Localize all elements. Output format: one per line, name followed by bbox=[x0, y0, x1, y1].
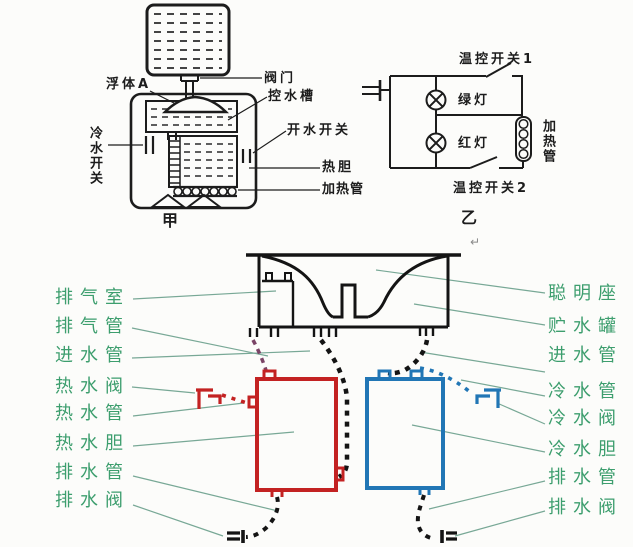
label-thermo-switch-2: 温控开关2 bbox=[453, 181, 530, 196]
label-heating-tube-yi: 加热管 bbox=[540, 119, 555, 164]
label-hot-water-pipe: 热水管 bbox=[55, 403, 130, 424]
label-inlet-pipe-right: 进水管 bbox=[548, 345, 623, 366]
float-dome bbox=[161, 95, 230, 114]
label-storage-tank: 贮水罐 bbox=[548, 316, 623, 337]
label-inlet-pipe-left: 进水管 bbox=[55, 345, 130, 366]
label-heating-tube-jia: 加热管 bbox=[322, 182, 365, 197]
cold-water-pipe-dashed bbox=[419, 366, 472, 394]
label-cold-water-tank: 冷水胆 bbox=[548, 439, 623, 460]
bottle-water-dashes bbox=[154, 13, 222, 69]
label-drain-valve-right: 排水阀 bbox=[548, 497, 623, 518]
hot-drain-pipe-dashed bbox=[245, 496, 280, 539]
hot-tank-inner bbox=[168, 135, 238, 188]
cold-drain-pipe-dashed bbox=[415, 494, 432, 540]
smart-seat-funnel bbox=[261, 254, 448, 319]
label-green-lamp: 绿灯 bbox=[458, 93, 491, 108]
label-smart-seat: 聪明座 bbox=[548, 283, 623, 304]
label-red-lamp: 红灯 bbox=[458, 136, 491, 151]
hot-water-pipe-dashed bbox=[221, 393, 251, 406]
return-mark: ↵ bbox=[470, 235, 481, 249]
tank-ladder-wall bbox=[170, 136, 181, 187]
label-float-a: 浮体A bbox=[106, 77, 152, 92]
green-lamp-symbol bbox=[425, 89, 447, 111]
hot-water-tank bbox=[247, 369, 345, 497]
hot-drain-valve-symbol bbox=[227, 530, 245, 543]
label-cold-water-pipe: 冷水管 bbox=[548, 381, 623, 402]
label-exhaust-chamber: 排气室 bbox=[55, 287, 130, 308]
cold-drain-valve-symbol bbox=[440, 530, 457, 543]
label-valve: 阀门 bbox=[264, 71, 297, 86]
label-hot-water-tank: 热水胆 bbox=[55, 433, 130, 454]
cold-water-tank bbox=[365, 369, 445, 495]
label-cold-water-switch: 冷水开关 bbox=[87, 126, 102, 186]
heater-symbol bbox=[515, 116, 532, 162]
dispenser-body bbox=[129, 92, 258, 210]
label-hot-water-valve: 热水阀 bbox=[55, 376, 130, 397]
label-thermo-switch-1: 温控开关1 bbox=[459, 52, 536, 67]
caption-yi: 乙 bbox=[461, 208, 478, 227]
wire-right-top bbox=[512, 75, 523, 118]
thermo-switch-1-blade bbox=[485, 62, 512, 78]
label-hot-tank: 热胆 bbox=[322, 160, 355, 175]
label-exhaust-pipe: 排气管 bbox=[55, 316, 130, 337]
vent-pipe-dashed bbox=[251, 339, 270, 378]
label-drain-valve-left: 排水阀 bbox=[55, 490, 130, 511]
label-drain-pipe-left: 排水管 bbox=[55, 462, 130, 483]
dispenser-leader-lines bbox=[131, 269, 546, 537]
thermo-switch-2-blade bbox=[469, 156, 498, 169]
label-boiling-water-switch: 开水开关 bbox=[287, 123, 352, 138]
label-water-control-trough: 控水槽 bbox=[268, 89, 317, 104]
storage-tank bbox=[246, 253, 461, 337]
plug-icon bbox=[362, 80, 390, 101]
red-lamp-symbol bbox=[425, 132, 447, 154]
tank-outlet-stubs bbox=[248, 328, 435, 337]
tank-water-dashes bbox=[184, 143, 233, 177]
caption-jia: 甲 bbox=[162, 211, 179, 230]
water-bottle bbox=[145, 3, 231, 100]
stand-legs bbox=[149, 193, 223, 208]
exhaust-chamber bbox=[262, 272, 295, 327]
yi-circuit bbox=[362, 62, 532, 169]
label-drain-pipe-right: 排水管 bbox=[548, 467, 623, 488]
hot-faucet-icon bbox=[196, 388, 251, 409]
label-cold-water-valve: 冷水阀 bbox=[548, 408, 623, 429]
jia-leader-lines bbox=[108, 77, 320, 191]
boil-switch-symbol bbox=[241, 149, 252, 163]
cold-switch-symbol bbox=[144, 136, 155, 154]
cold-faucet-icon bbox=[419, 366, 501, 408]
